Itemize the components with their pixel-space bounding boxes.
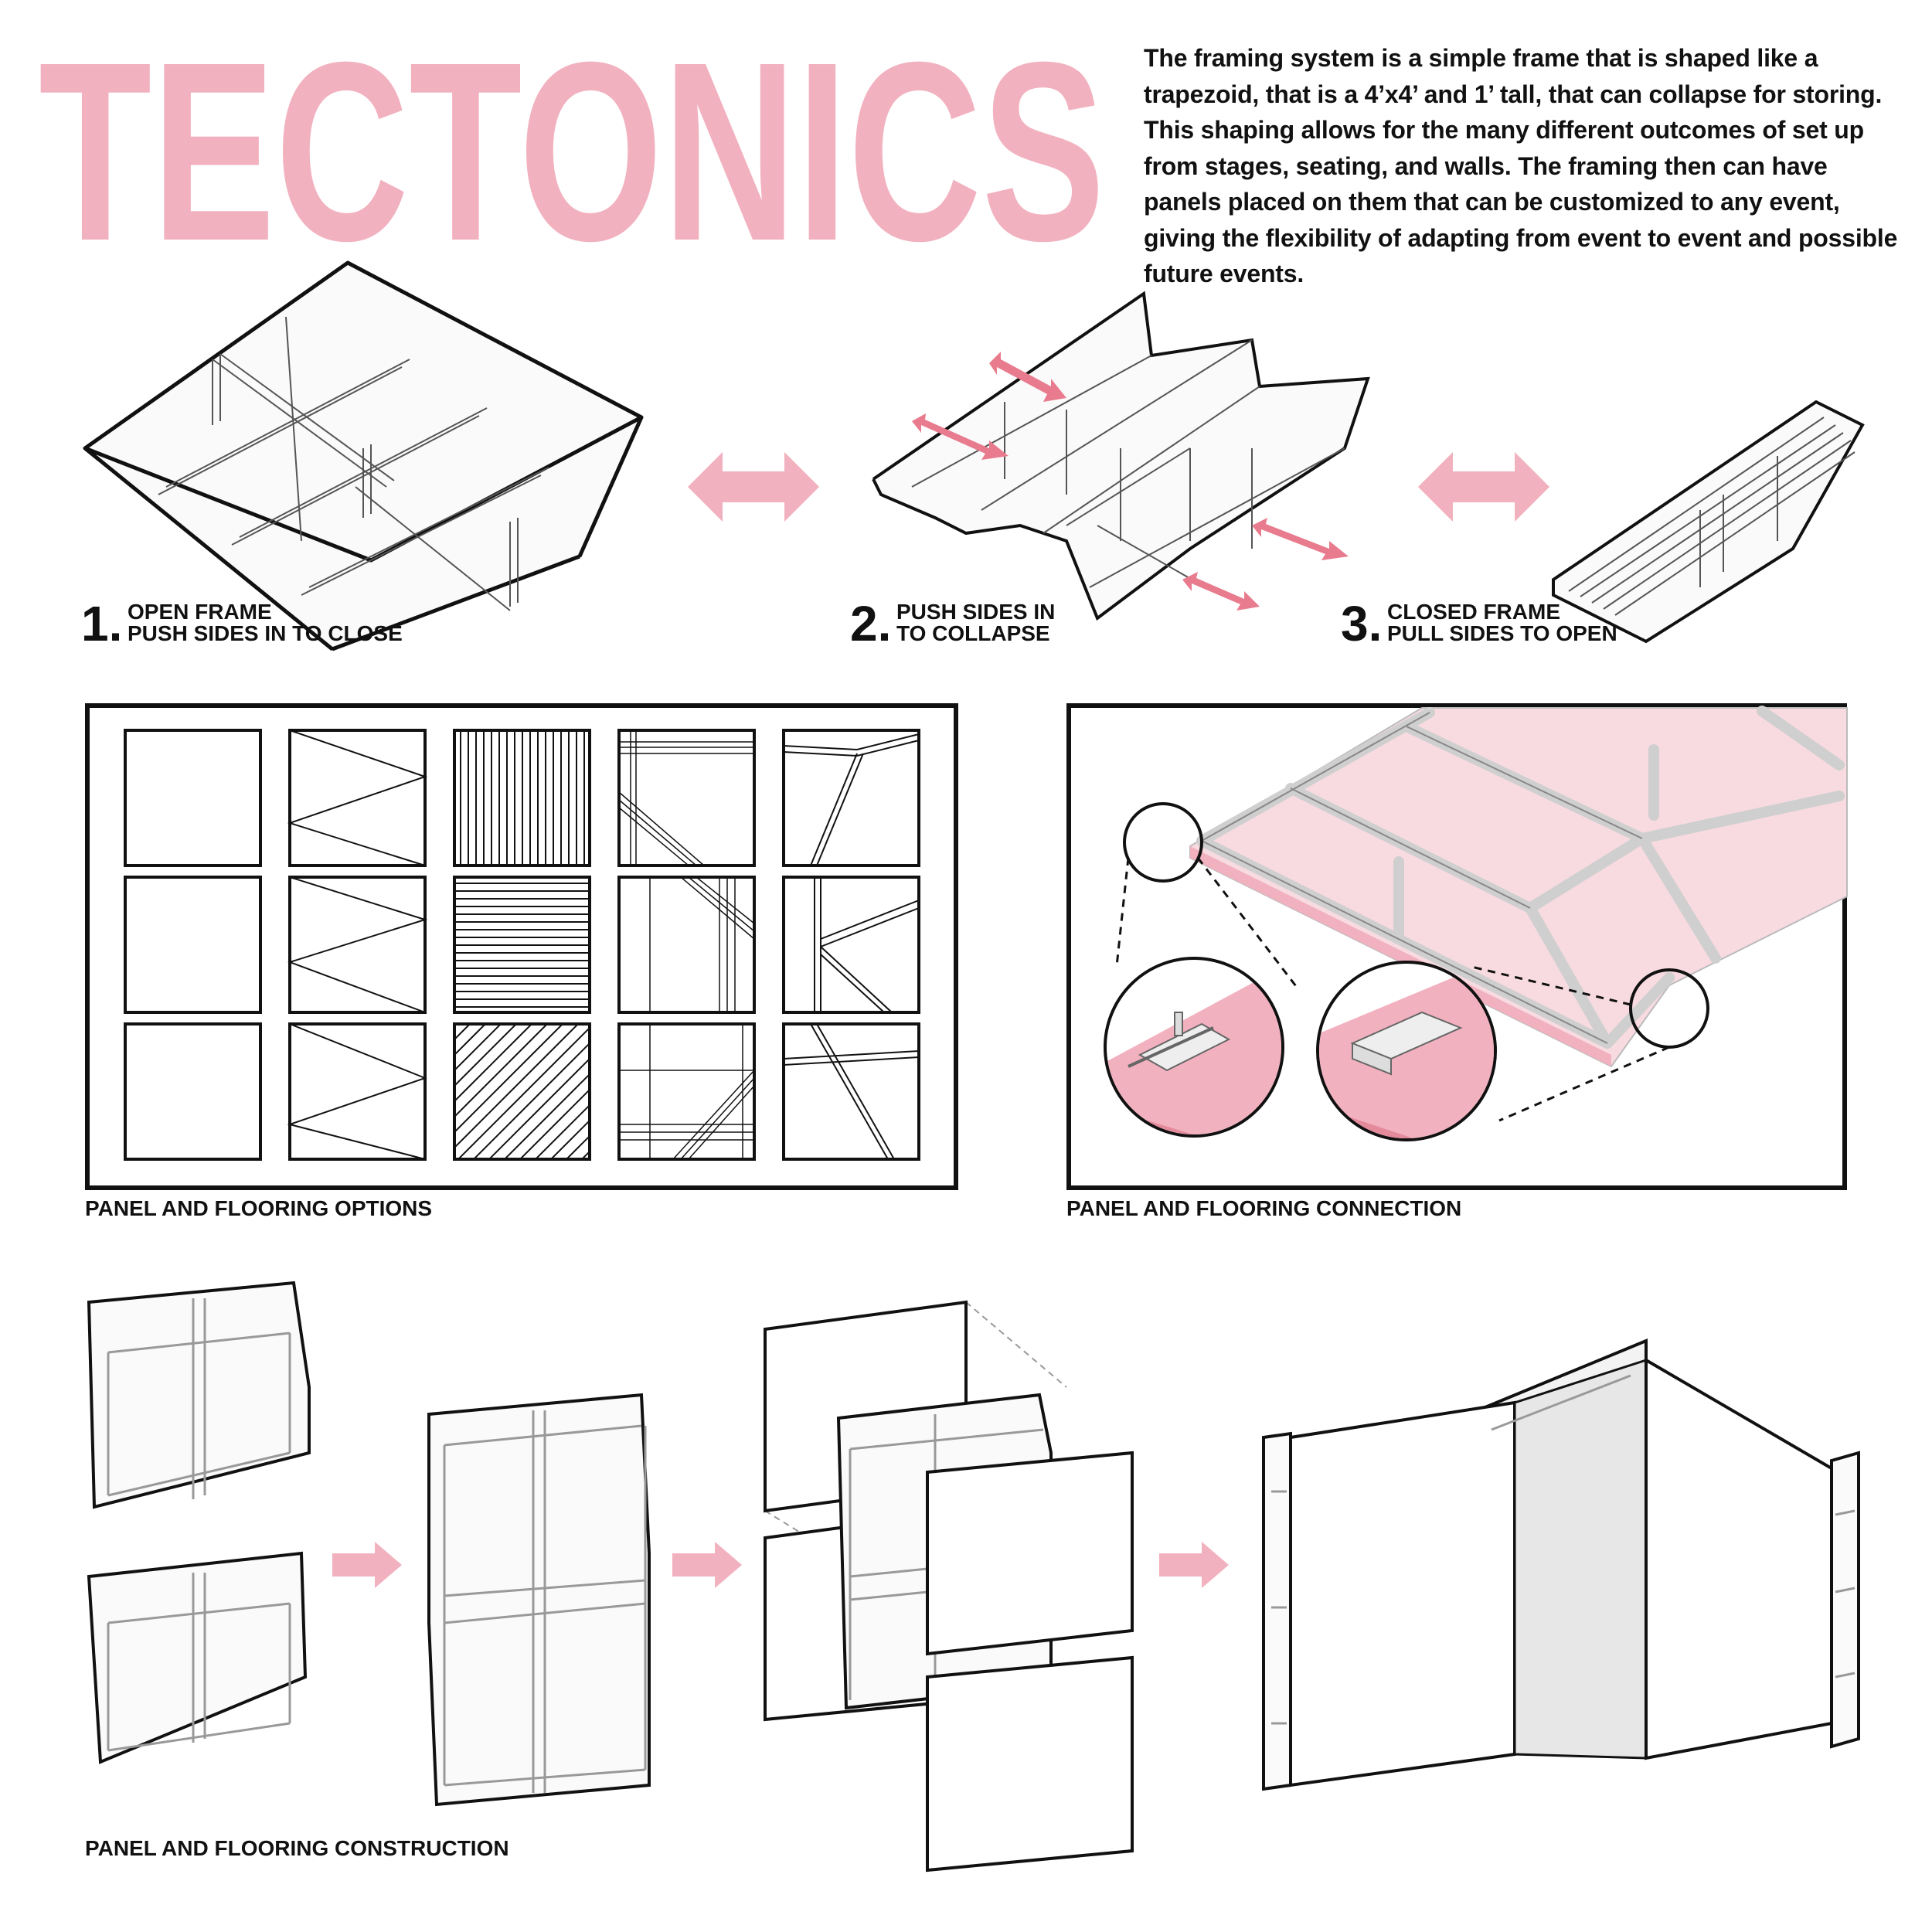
double-arrow-icon xyxy=(688,452,819,522)
open-frame-drawing xyxy=(83,260,644,651)
collapsing-frame-drawing xyxy=(872,291,1370,621)
page-title: TECTONICS xyxy=(39,9,1105,294)
step-2-line1: PUSH SIDES IN xyxy=(896,600,1056,624)
step-3-line2: PULL SIDES TO OPEN xyxy=(1387,621,1617,645)
panel-options-grid xyxy=(85,703,958,1190)
step-3-line1: CLOSED FRAME xyxy=(1387,600,1560,624)
right-arrow-icon xyxy=(1159,1542,1229,1588)
step-2-line2: TO COLLAPSE xyxy=(896,621,1050,645)
caption-panel-construction: PANEL AND FLOORING CONSTRUCTION xyxy=(85,1836,509,1860)
step-1-line1: OPEN FRAME xyxy=(128,600,272,624)
step-2-number: 2. xyxy=(850,596,892,651)
step-1-line2: PUSH SIDES IN TO CLOSE xyxy=(128,621,403,645)
stacked-frames-drawing xyxy=(427,1393,651,1807)
caption-panel-connection: PANEL AND FLOORING CONNECTION xyxy=(1066,1196,1462,1220)
exploded-panels-drawing xyxy=(764,1300,1134,1872)
panel-connection-drawing xyxy=(1066,703,1848,1190)
caption-panel-options: PANEL AND FLOORING OPTIONS xyxy=(85,1196,433,1220)
single-frame-modules-drawing xyxy=(87,1281,311,1764)
right-arrow-icon xyxy=(672,1542,742,1588)
right-arrow-icon xyxy=(332,1542,402,1588)
step-3-number: 3. xyxy=(1341,596,1383,651)
intro-paragraph: The framing system is a simple frame tha… xyxy=(1144,44,1898,287)
assembled-wall-drawing xyxy=(1262,1338,1860,1791)
double-arrow-icon xyxy=(1418,452,1549,522)
closed-frame-drawing xyxy=(1552,400,1865,644)
svg-text:TECTONICS: TECTONICS xyxy=(39,9,1105,294)
step-1-number: 1. xyxy=(81,596,123,651)
